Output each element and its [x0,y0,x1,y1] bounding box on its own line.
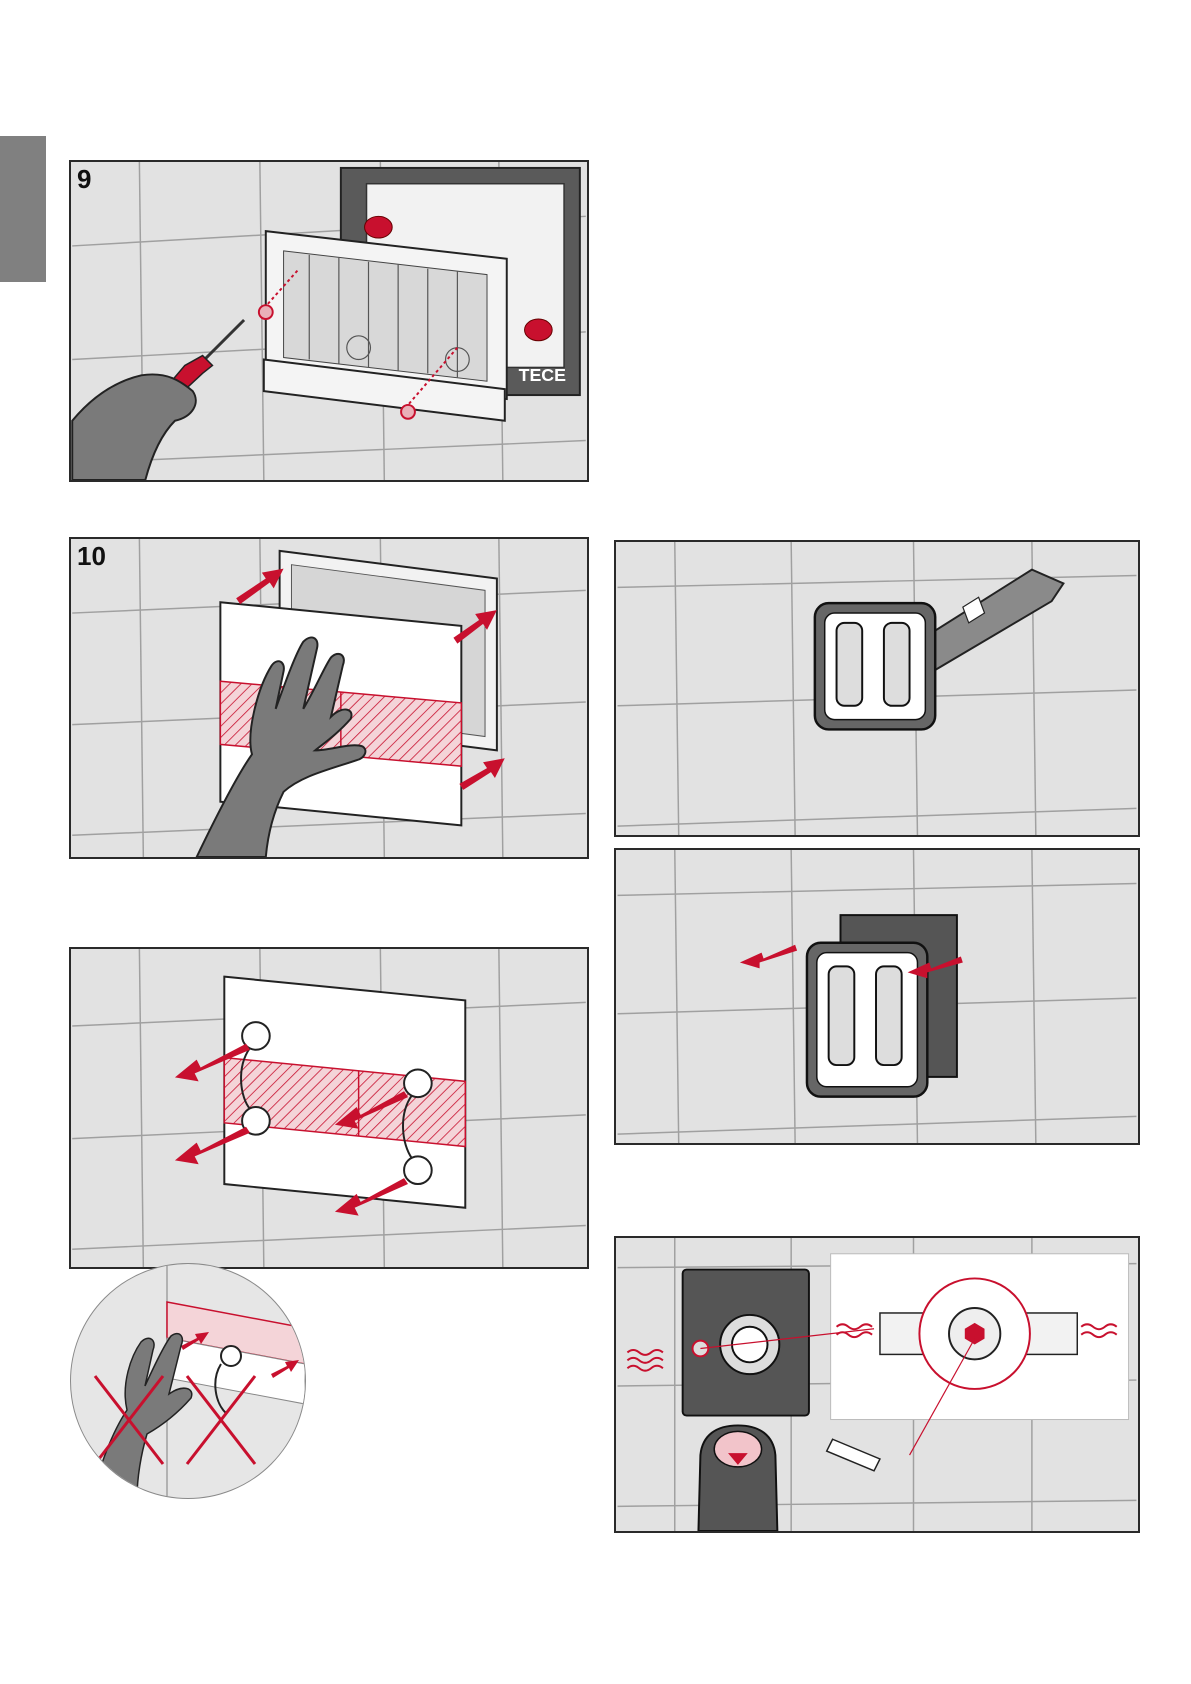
step-number: 9 [77,164,91,195]
step-9-drawing: TECE [71,162,587,480]
connection-heating-illustration [614,1236,1140,1533]
step-9-illustration: TECE 9 [69,160,589,482]
plate-removal-illustration [69,947,589,1269]
tece-logo: TECE [519,365,567,385]
insulation-removal-illustration [614,848,1140,1145]
hand-icon [72,374,196,480]
insulation-cut-illustration [614,540,1140,837]
hand-icon [91,1334,192,1498]
warning-inset [70,1263,306,1499]
step-10-drawing [71,539,587,857]
step-10-illustration: 10 [69,537,589,859]
section-tab [0,136,46,282]
step-number: 10 [77,541,106,572]
